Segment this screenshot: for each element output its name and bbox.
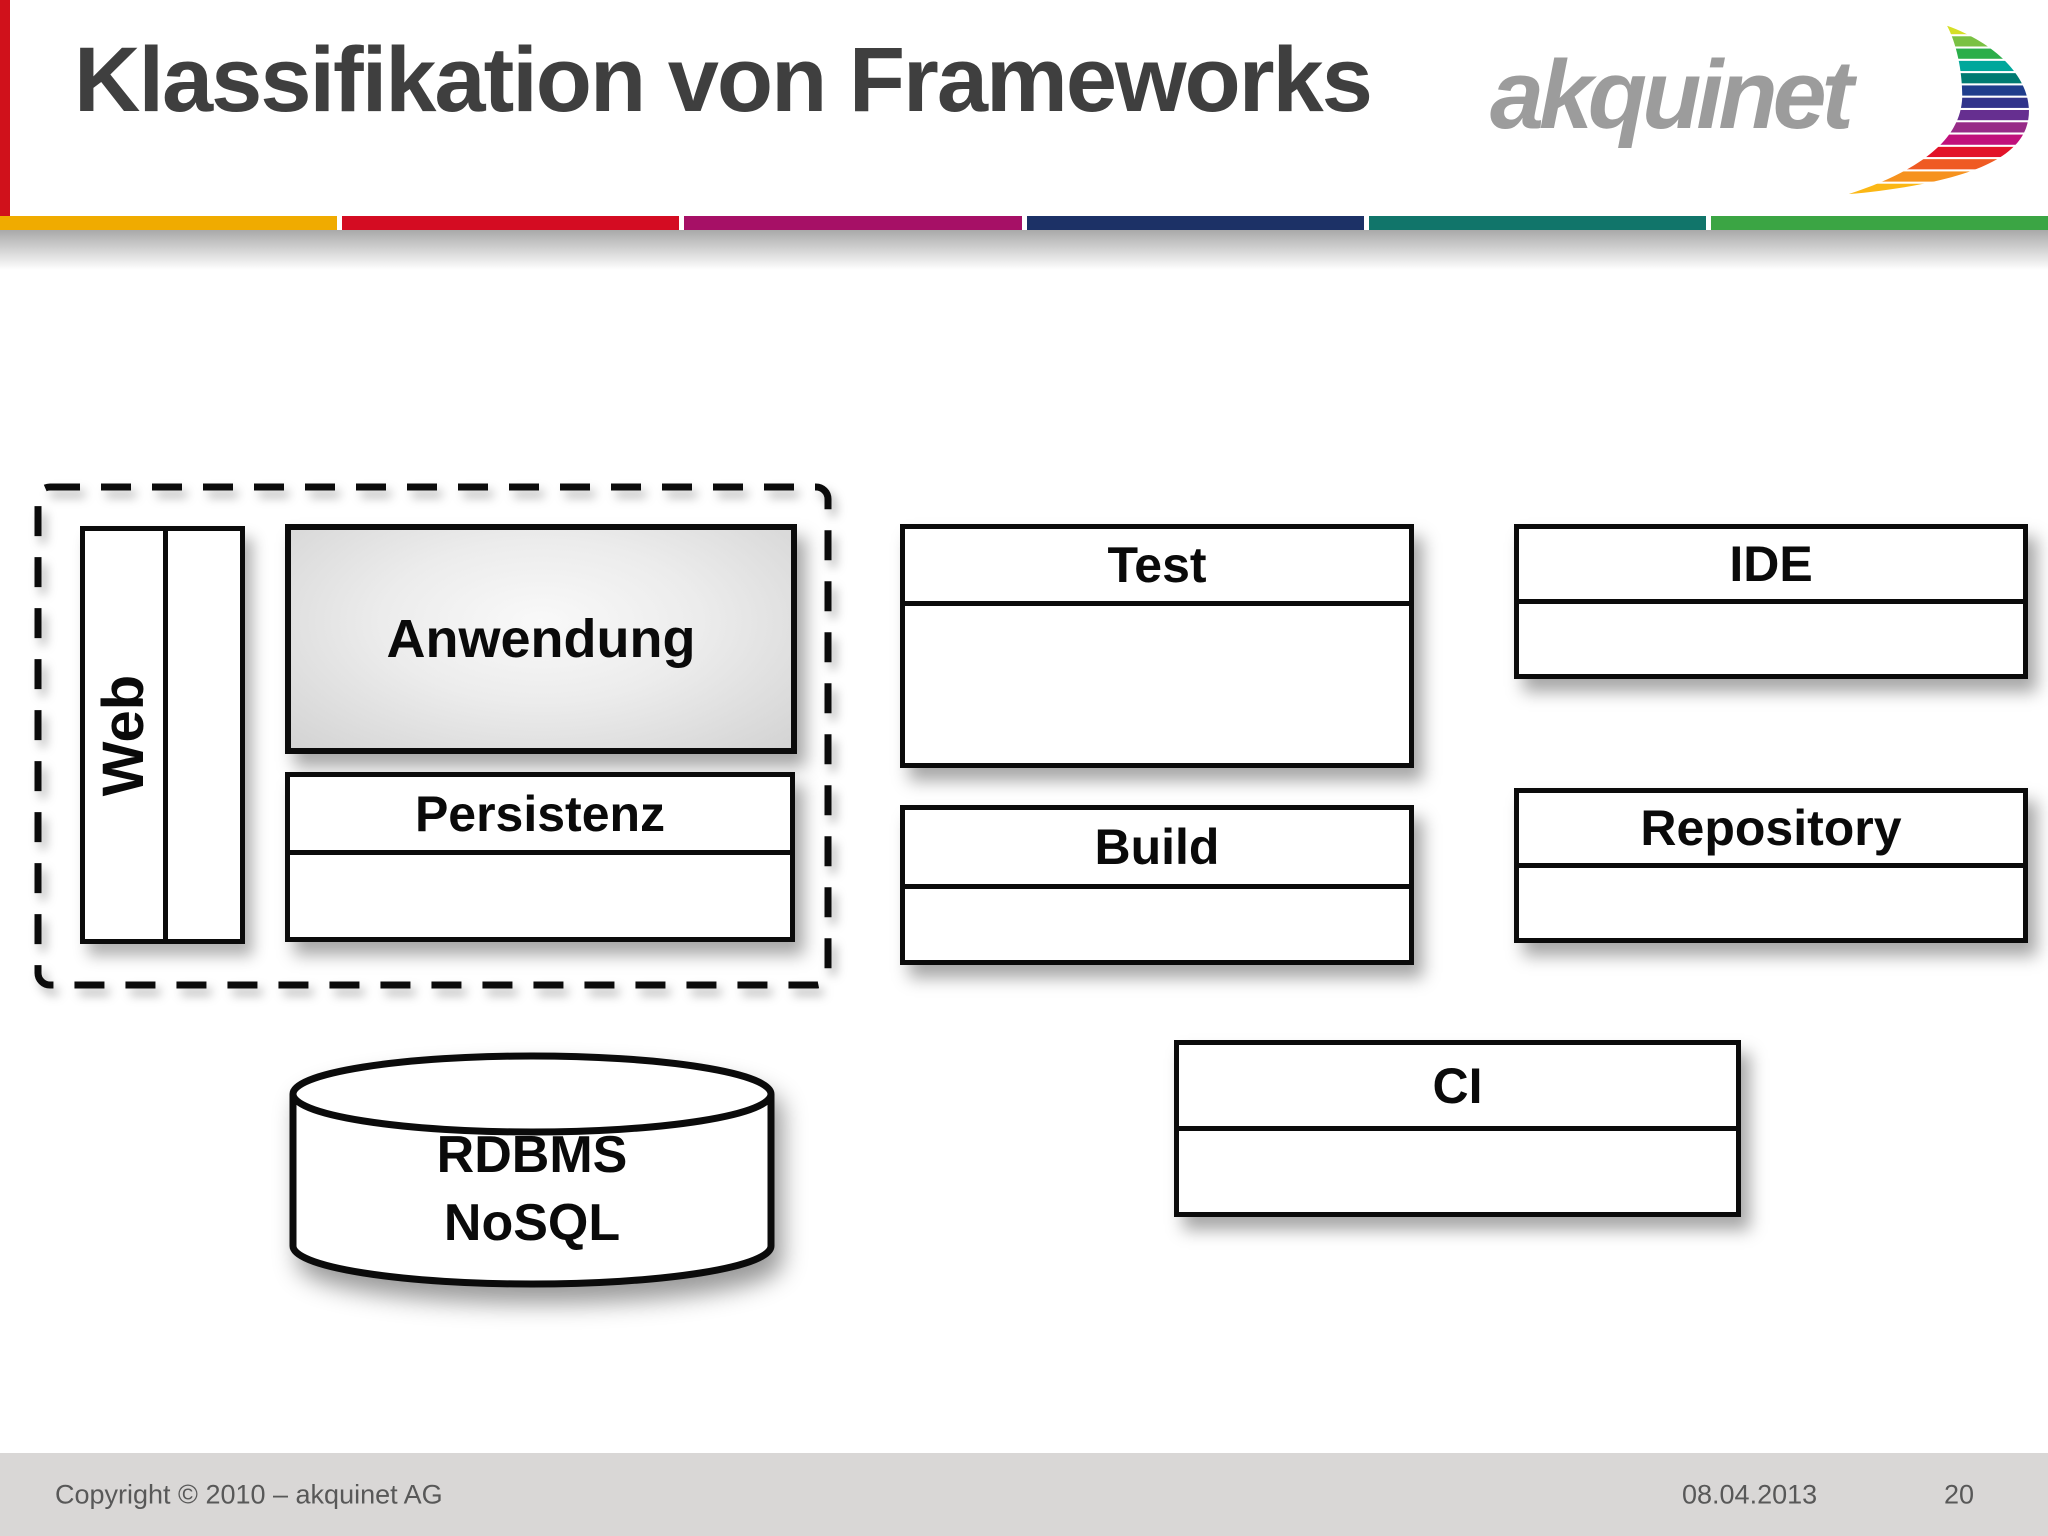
- web-label-column: Web: [85, 531, 168, 939]
- swoosh-stripes: [1848, 25, 2029, 194]
- slide-footer: Copyright © 2010 – akquinet AG 08.04.201…: [0, 1453, 2048, 1536]
- accent-segment-navy: [1026, 216, 1364, 230]
- footer-page-number: 20: [1944, 1479, 1975, 1509]
- accent-segment-green: [1710, 216, 2048, 230]
- ci-label: CI: [1179, 1045, 1736, 1131]
- repository-box: Repository: [1514, 788, 2028, 943]
- build-box: Build: [900, 805, 1414, 965]
- database-label: RDBMS NoSQL: [285, 1122, 779, 1257]
- ide-box: IDE: [1514, 524, 2028, 679]
- accent-segment-yellow: [0, 216, 338, 230]
- ci-empty-compartment: [1179, 1131, 1736, 1212]
- test-box: Test: [900, 524, 1414, 768]
- left-red-stripe: [0, 0, 10, 216]
- build-empty-compartment: [905, 889, 1409, 960]
- database-cylinder-shape: [289, 1052, 775, 1288]
- akquinet-swoosh-icon: [1848, 25, 2029, 194]
- accent-segment-red: [342, 216, 680, 230]
- test-label: Test: [905, 529, 1409, 606]
- akquinet-logo-text: akquinet: [1490, 40, 1854, 149]
- accent-divider-bar: [0, 216, 2048, 230]
- web-empty-column: [168, 531, 241, 939]
- database-label-line1: RDBMS: [436, 1126, 628, 1184]
- anwendung-box: Anwendung: [285, 524, 797, 754]
- accent-segment-magenta: [684, 216, 1022, 230]
- web-box: Web: [80, 526, 245, 944]
- divider-shadow: [0, 230, 2048, 270]
- ci-box: CI: [1174, 1040, 1741, 1217]
- persistenz-box: Persistenz: [285, 772, 795, 942]
- repository-empty-compartment: [1519, 868, 2023, 938]
- test-empty-compartment: [905, 606, 1409, 763]
- persistenz-label: Persistenz: [290, 777, 790, 855]
- database-label-line2: NoSQL: [443, 1193, 621, 1252]
- ide-empty-compartment: [1519, 604, 2023, 674]
- footer-copyright: Copyright © 2010 – akquinet AG: [55, 1479, 443, 1509]
- ide-label: IDE: [1519, 529, 2023, 604]
- persistenz-empty-compartment: [290, 855, 790, 937]
- web-label: Web: [91, 674, 157, 796]
- repository-label: Repository: [1519, 793, 2023, 868]
- build-label: Build: [905, 810, 1409, 889]
- slide-title: Klassifikation von Frameworks: [74, 29, 1373, 131]
- accent-segment-teal: [1368, 216, 1706, 230]
- footer-date: 08.04.2013: [1682, 1479, 1818, 1509]
- akquinet-logo: akquinet: [1480, 0, 2048, 210]
- anwendung-label: Anwendung: [386, 609, 696, 669]
- application-group-dashed-border: [34, 483, 832, 989]
- database-cylinder: RDBMS NoSQL: [285, 1050, 779, 1290]
